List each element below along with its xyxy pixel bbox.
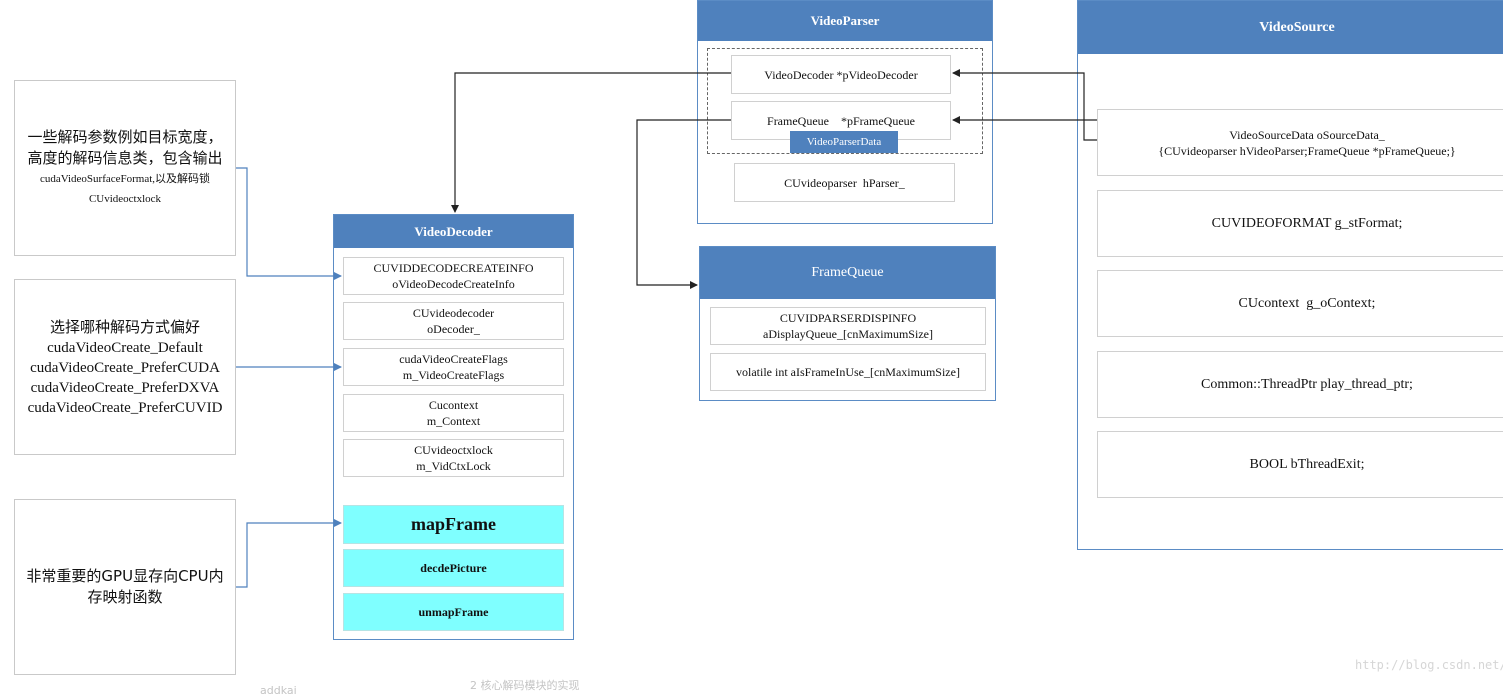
field-name: m_Context bbox=[426, 414, 481, 428]
parser-field-hparser: CUvideoparser hParser_ bbox=[734, 163, 955, 202]
class-title: VideoParser bbox=[698, 1, 992, 41]
note-line: 一些解码参数例如目标宽度， bbox=[27, 128, 223, 146]
note-line: 选择哪种解码方式偏好 bbox=[49, 317, 200, 336]
frame-queue-field: volatile int aIsFrameInUse_[cnMaximumSiz… bbox=[710, 353, 986, 391]
note-decode-params: 一些解码参数例如目标宽度， 高度的解码信息类，包含输出 cudaVideoSur… bbox=[14, 80, 236, 256]
class-title: FrameQueue bbox=[700, 247, 995, 299]
note-line: cudaVideoCreate_Default bbox=[47, 339, 203, 356]
decoder-field: CUVIDDECODECREATEINFO oVideoDecodeCreate… bbox=[343, 257, 564, 295]
note-decode-mode: 选择哪种解码方式偏好 cudaVideoCreate_Default cudaV… bbox=[14, 279, 236, 455]
connector-parser-to-decoder bbox=[451, 72, 731, 213]
note-line: cudaVideoCreate_PreferCUDA bbox=[30, 359, 220, 376]
class-title: VideoSource bbox=[1078, 1, 1503, 54]
connector-note-decode-params bbox=[236, 167, 342, 280]
parser-field-video-decoder: VideoDecoder *pVideoDecoder bbox=[731, 55, 951, 94]
source-field-format: CUVIDEOFORMAT g_stFormat; bbox=[1097, 190, 1503, 257]
decoder-field: Cucontext m_Context bbox=[343, 394, 564, 432]
note-line: cudaVideoSurfaceFormat,以及解码锁 bbox=[39, 173, 211, 185]
field-name: m_VidCtxLock bbox=[416, 459, 491, 473]
background-fragment: 2 核心解码模块的实现 bbox=[470, 679, 580, 692]
field-type: VideoSourceData oSourceData_ bbox=[1229, 127, 1385, 142]
note-line: cudaVideoCreate_PreferCUVID bbox=[27, 399, 223, 416]
field-type: volatile int aIsFrameInUse_[cnMaximumSiz… bbox=[736, 365, 960, 379]
note-line: 非常重要的GPU显存向CPU内 bbox=[26, 567, 224, 585]
field-type: CUVIDPARSERDISPINFO bbox=[779, 311, 917, 325]
decoder-field: CUvideoctxlock m_VidCtxLock bbox=[343, 439, 564, 477]
field-name: aDisplayQueue_[cnMaximumSize] bbox=[763, 327, 933, 341]
field-type: CUvideoctxlock bbox=[414, 443, 493, 457]
field-type: cudaVideoCreateFlags bbox=[399, 352, 508, 366]
frame-queue-field: CUVIDPARSERDISPINFO aDisplayQueue_[cnMax… bbox=[710, 307, 986, 345]
watermark: http://blog.csdn.net/p bbox=[1355, 658, 1503, 672]
source-field-thread-exit: BOOL bThreadExit; bbox=[1097, 431, 1503, 498]
method-map-frame: mapFrame bbox=[343, 505, 564, 544]
field-name: m_VideoCreateFlags bbox=[402, 368, 505, 382]
method-decode-picture: decdePicture bbox=[343, 549, 564, 587]
note-mapping: 非常重要的GPU显存向CPU内 存映射函数 bbox=[14, 499, 236, 675]
field-type: Cucontext bbox=[428, 398, 479, 412]
note-line: CUvideoctxlock bbox=[88, 193, 162, 205]
source-field-context: CUcontext g_oContext; bbox=[1097, 270, 1503, 337]
background-fragment: addkai bbox=[260, 684, 297, 697]
connector-note-mapping bbox=[236, 519, 342, 588]
note-line: cudaVideoCreate_PreferDXVA bbox=[30, 379, 220, 396]
decoder-field: cudaVideoCreateFlags m_VideoCreateFlags bbox=[343, 348, 564, 386]
decoder-field: CUvideodecoder oDecoder_ bbox=[343, 302, 564, 340]
field-name: oVideoDecodeCreateInfo bbox=[392, 277, 515, 291]
field-type: CUvideodecoder bbox=[412, 306, 495, 320]
connector-source-to-decoder-field bbox=[952, 69, 1097, 141]
source-field-source-data: VideoSourceData oSourceData_ {CUvideopar… bbox=[1097, 109, 1503, 176]
video-parser-data-group bbox=[707, 48, 983, 154]
video-parser-data-label: VideoParserData bbox=[790, 131, 898, 153]
source-field-thread: Common::ThreadPtr play_thread_ptr; bbox=[1097, 351, 1503, 418]
field-name: oDecoder_ bbox=[427, 322, 480, 336]
note-line: 存映射函数 bbox=[87, 588, 163, 606]
note-line: 高度的解码信息类，包含输出 bbox=[27, 149, 223, 167]
class-title: VideoDecoder bbox=[334, 215, 573, 248]
connector-parser-to-framequeue bbox=[636, 119, 731, 289]
field-type: CUVIDDECODECREATEINFO bbox=[373, 261, 534, 275]
method-unmap-frame: unmapFrame bbox=[343, 593, 564, 631]
field-name: {CUvideoparser hVideoParser;FrameQueue *… bbox=[1158, 143, 1456, 158]
